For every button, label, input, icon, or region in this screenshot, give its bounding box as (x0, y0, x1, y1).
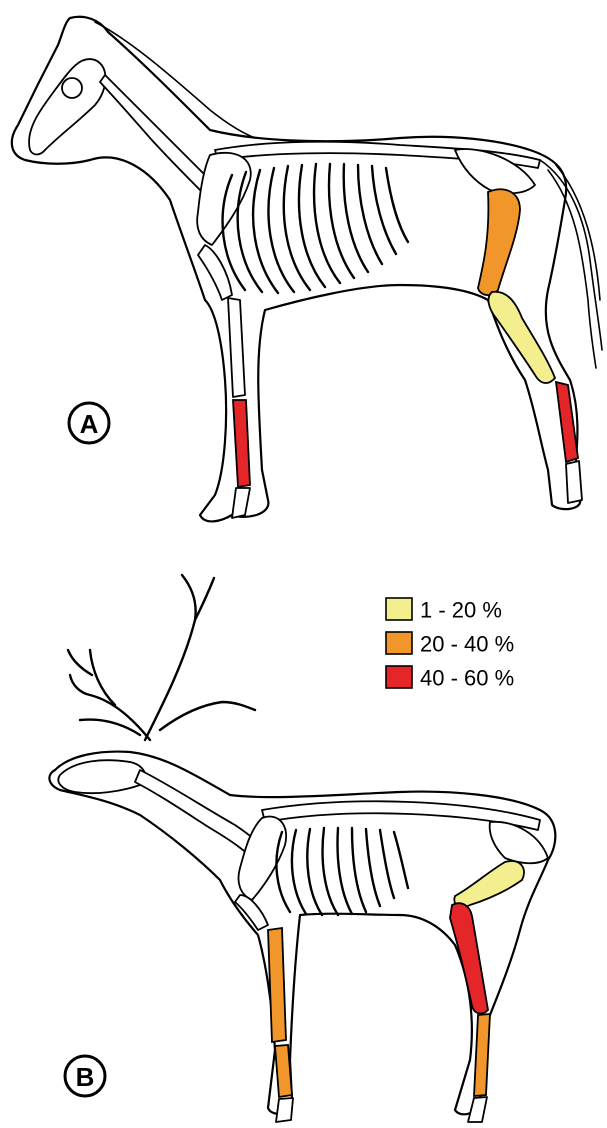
legend: 1 - 20 % 20 - 40 % 40 - 60 % (386, 598, 514, 691)
legend-swatch-1-20 (386, 598, 412, 620)
reindeer-antlers (68, 575, 255, 740)
horse-eye-orbit (62, 78, 82, 98)
reindeer-fore-radius (268, 928, 286, 1042)
reindeer-fore-phalanges (276, 1098, 293, 1122)
legend-swatch-20-40 (386, 632, 412, 654)
panel-label-a-text: A (80, 409, 99, 439)
panel-label-a: A (69, 403, 109, 443)
horse-hind-phalanges (566, 461, 582, 503)
panel-label-b-text: B (76, 1062, 95, 1092)
legend-label-1-20: 1 - 20 % (420, 598, 502, 623)
horse-diagram (12, 17, 602, 522)
panel-label-b: B (65, 1056, 105, 1096)
reindeer-diagram (49, 575, 555, 1122)
reindeer-fore-metacarpal (275, 1045, 292, 1097)
legend-swatch-40-60 (386, 666, 412, 688)
legend-label-20-40: 20 - 40 % (420, 632, 514, 657)
legend-label-40-60: 40 - 60 % (420, 666, 514, 691)
